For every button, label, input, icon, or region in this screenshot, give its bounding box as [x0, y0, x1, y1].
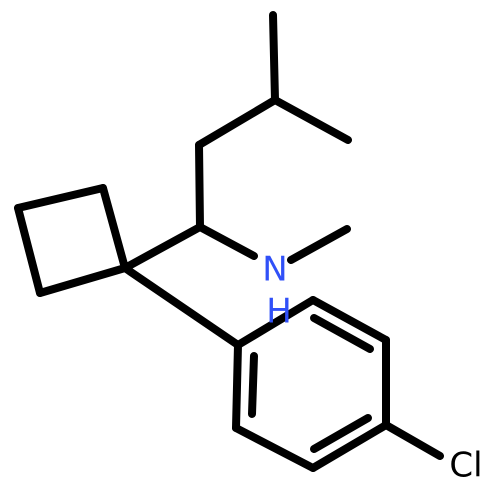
methine-to-nitrogen-bond	[196, 223, 258, 260]
nitrogen-label: N	[262, 250, 287, 290]
aryl-to-chlorine-bond	[382, 421, 444, 460]
isopropyl-to-methyl-up-bond	[269, 11, 279, 104]
aryl-bond-2	[232, 424, 317, 472]
methylene-to-isopropyl-bond	[195, 96, 279, 149]
cyclobutane-bond-2	[14, 184, 107, 212]
nitrogen-to-methyl-bond	[287, 225, 351, 264]
cyclobutane-bond-3	[14, 204, 44, 297]
cyclobutane-bond-4	[36, 264, 129, 297]
aryl-bond-3	[309, 421, 390, 472]
cyclobutyl-to-aryl-bond	[121, 264, 242, 349]
aryl-bond-1	[232, 341, 242, 432]
nitrogen-hydrogen-label: H	[266, 292, 292, 332]
ring-to-methine-bond	[121, 223, 204, 272]
isopropyl-to-methyl-right-bond	[271, 96, 352, 144]
aryl-inner-bond-2	[310, 414, 372, 453]
aryl-bond-5	[309, 296, 390, 344]
aryl-inner-bond-1	[248, 352, 258, 418]
cyclobutane-bond-1	[99, 184, 129, 272]
aryl-inner-bond-3	[310, 314, 374, 353]
chlorine-label: Cl	[449, 446, 482, 486]
aryl-bond-6	[234, 296, 317, 349]
methine-to-methylene-bond	[195, 141, 204, 231]
